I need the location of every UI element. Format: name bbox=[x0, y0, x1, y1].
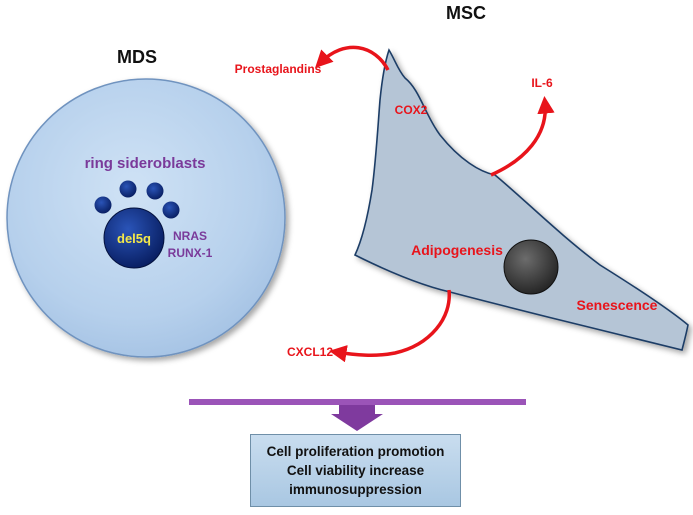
sideroblast-granule bbox=[119, 180, 137, 198]
il6-label: IL-6 bbox=[531, 76, 553, 90]
adipogenesis-label: Adipogenesis bbox=[411, 242, 503, 258]
il6-arrow bbox=[490, 96, 555, 177]
cxcl12-arrow bbox=[329, 289, 451, 363]
del5q-label: del5q bbox=[117, 231, 151, 246]
msc-cell bbox=[353, 48, 689, 351]
outcome-line-proliferation: Cell proliferation promotion bbox=[266, 444, 445, 459]
outcome-line-viability: Cell viability increase bbox=[286, 463, 425, 478]
prostaglandins-label: Prostaglandins bbox=[235, 62, 322, 76]
outcome-box: Cell proliferation promotion Cell viabil… bbox=[250, 434, 461, 507]
prostaglandins-arrow bbox=[315, 45, 390, 71]
sideroblast-granule bbox=[146, 182, 164, 200]
cxcl12-label: CXCL12 bbox=[287, 345, 333, 359]
outcome-line-immunosuppression: immunosuppression bbox=[289, 482, 422, 497]
nras-label: NRAS bbox=[173, 229, 207, 243]
ring-sideroblasts-label: ring sideroblasts bbox=[85, 155, 206, 172]
msc-nucleus bbox=[503, 239, 559, 295]
down-arrow bbox=[331, 405, 383, 431]
senescence-label: Senescence bbox=[577, 297, 658, 313]
msc-title: MSC bbox=[446, 3, 486, 23]
combination-bracket bbox=[189, 399, 526, 405]
cox2-label: COX2 bbox=[395, 103, 428, 117]
sideroblast-granule bbox=[162, 201, 180, 219]
sideroblast-granule bbox=[94, 196, 112, 214]
mds-title: MDS bbox=[117, 47, 157, 67]
runx1-label: RUNX-1 bbox=[168, 246, 213, 260]
mds-nucleus bbox=[103, 207, 165, 269]
